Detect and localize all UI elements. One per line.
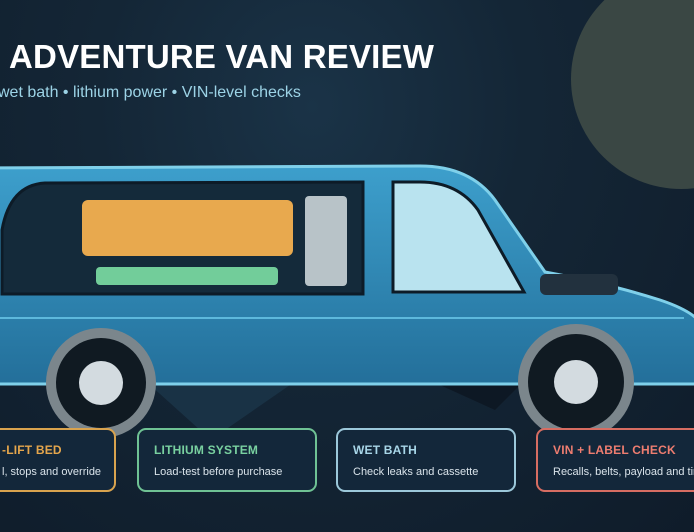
front-wheel-hub bbox=[554, 360, 598, 404]
ground-shadow-right bbox=[440, 385, 520, 410]
card-text: Check leaks and cassette bbox=[353, 466, 479, 478]
feature-card-vin-label-check: VIN + LABEL CHECK Recalls, belts, payloa… bbox=[536, 428, 694, 492]
card-title: LITHIUM SYSTEM bbox=[154, 443, 259, 457]
page-subtitle: wet bath • lithium power • VIN-level che… bbox=[0, 84, 301, 101]
bath-panel bbox=[305, 196, 347, 286]
page-title: ADVENTURE VAN REVIEW bbox=[9, 38, 435, 75]
card-title: VIN + LABEL CHECK bbox=[553, 443, 676, 457]
feature-card-lithium-system: LITHIUM SYSTEM Load-test before purchase bbox=[137, 428, 317, 492]
feature-card-lift-bed: -LIFT BED l, stops and override bbox=[0, 428, 116, 492]
card-text: Load-test before purchase bbox=[154, 466, 283, 478]
ground-shadow-left bbox=[150, 385, 290, 430]
windshield bbox=[391, 180, 527, 294]
side-mirror bbox=[540, 274, 618, 295]
card-title: -LIFT BED bbox=[2, 443, 62, 457]
card-text: l, stops and override bbox=[2, 466, 102, 478]
feature-card-wet-bath: WET BATH Check leaks and cassette bbox=[336, 428, 516, 492]
battery-block bbox=[96, 267, 278, 285]
bed-block bbox=[82, 200, 293, 256]
rear-wheel-hub bbox=[79, 361, 123, 405]
card-title: WET BATH bbox=[353, 443, 418, 457]
card-text: Recalls, belts, payload and tires bbox=[553, 466, 694, 478]
